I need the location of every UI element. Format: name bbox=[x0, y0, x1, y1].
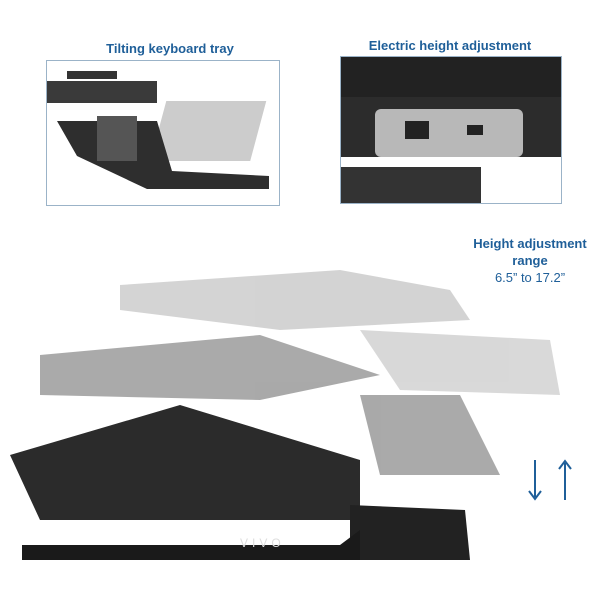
up-down-arrows-icon bbox=[528, 459, 572, 501]
caption-tilting-tray: Tilting keyboard tray bbox=[106, 41, 234, 56]
desk-top-position bbox=[120, 270, 560, 395]
desk-mid-position bbox=[40, 335, 500, 475]
caption-electric-height: Electric height adjustment bbox=[368, 38, 532, 53]
tray-illustration bbox=[47, 71, 269, 189]
tray-detail-image bbox=[46, 60, 280, 206]
height-range-label: Height adjustment range 6.5” to 17.2” bbox=[455, 235, 600, 286]
electric-detail-image bbox=[340, 56, 562, 204]
desk-low-position bbox=[10, 405, 470, 560]
range-value: 6.5” to 17.2” bbox=[494, 270, 566, 285]
range-title: Height adjustment range bbox=[473, 236, 587, 268]
brand-logo: VIVO bbox=[240, 536, 285, 550]
power-outlet-illustration bbox=[341, 57, 561, 203]
